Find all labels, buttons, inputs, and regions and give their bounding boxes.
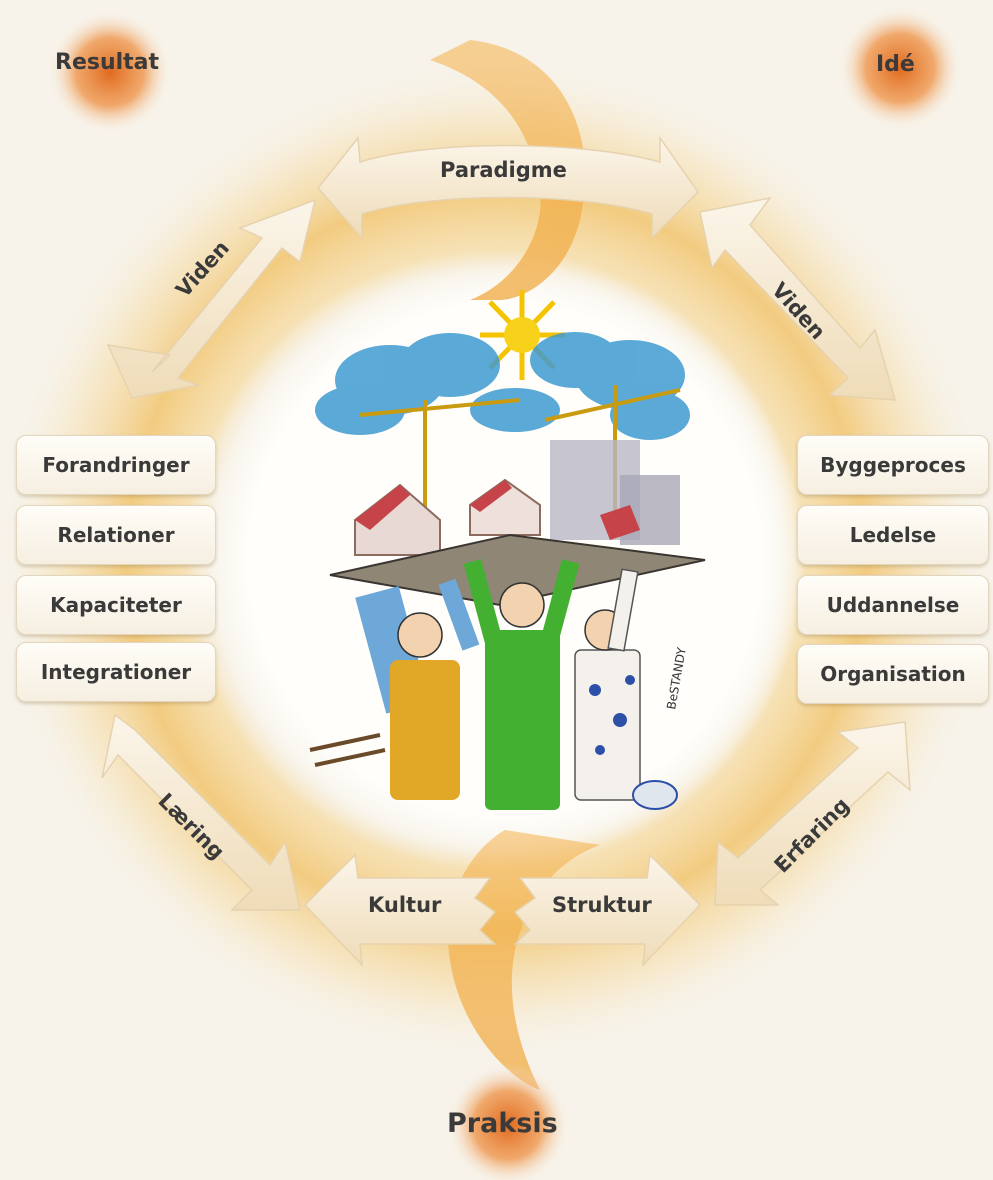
- construction-workers-illustration: BeSTANDY: [309, 290, 706, 810]
- buildings: [354, 440, 680, 556]
- arrow-label-paradigme: Paradigme: [440, 158, 567, 182]
- corner-label-praksis: Praksis: [447, 1108, 558, 1139]
- ide-dot: [838, 6, 962, 130]
- paint-bucket: [632, 780, 678, 810]
- left-box-relationer: Relationer: [16, 505, 216, 565]
- right-box-organisation: Organisation: [797, 644, 989, 704]
- worker-right: [574, 568, 641, 801]
- arrow-paradigme: [317, 135, 699, 240]
- arrow-viden-left: [106, 198, 317, 399]
- swirl-top: [430, 40, 586, 300]
- arrow-viden-right: [699, 196, 897, 401]
- left-box-integrationer: Integrationer: [16, 642, 216, 702]
- tools-pile: [309, 733, 386, 767]
- praksis-dot: [446, 1063, 570, 1180]
- arrow-label-struktur: Struktur: [552, 893, 652, 917]
- swirl-bottom: [448, 830, 600, 1090]
- worker-left: [355, 578, 480, 800]
- corner-label-ide: Idé: [876, 52, 915, 77]
- right-box-ledelse: Ledelse: [797, 505, 989, 565]
- resultat-dot: [48, 10, 172, 134]
- artist-signature: BeSTANDY: [664, 646, 689, 711]
- corner-label-resultat: Resultat: [55, 50, 160, 75]
- right-box-uddannelse: Uddannelse: [797, 575, 989, 635]
- right-box-byggeproces: Byggeproces: [797, 435, 989, 495]
- arrow-label-kultur: Kultur: [368, 893, 442, 917]
- left-box-kapaciteter: Kapaciteter: [16, 575, 216, 635]
- left-box-forandringer: Forandringer: [16, 435, 216, 495]
- arrow-kultur: [303, 853, 497, 968]
- arrow-struktur: [513, 853, 702, 968]
- arrow-erfaring: [714, 721, 911, 906]
- worker-middle: [463, 559, 580, 810]
- arrow-laering: [101, 713, 301, 911]
- clouds: [315, 332, 690, 440]
